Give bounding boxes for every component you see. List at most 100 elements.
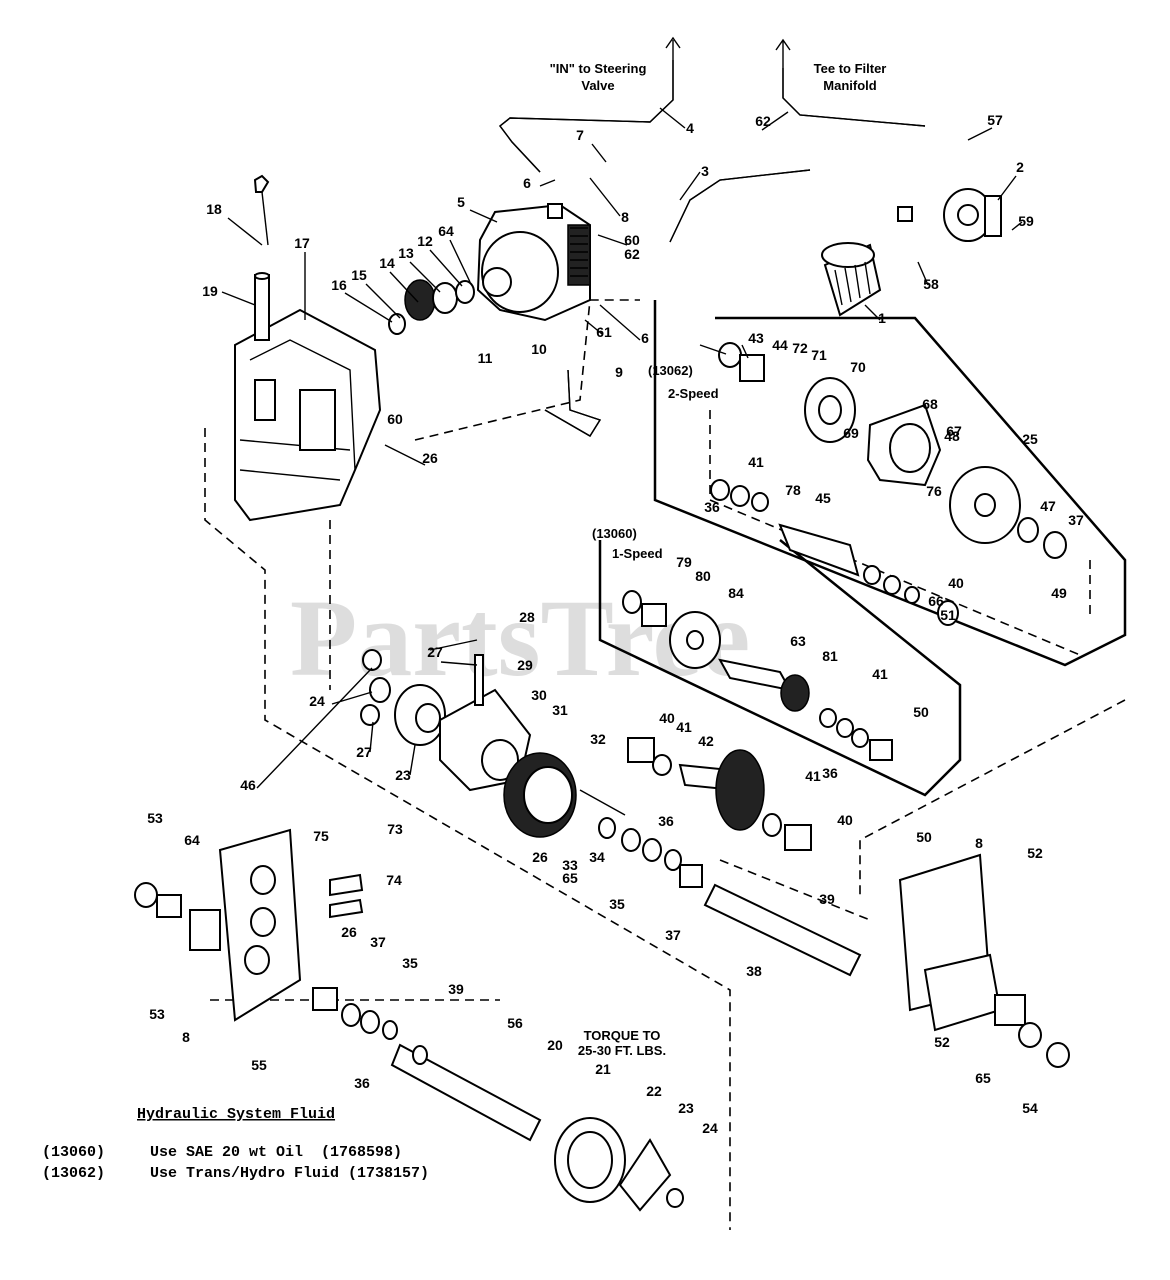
1-speed-internals: [622, 590, 893, 761]
callout: 10: [531, 341, 547, 357]
callout: 50: [916, 829, 932, 845]
callout: 79: [676, 554, 692, 570]
callout: 13: [398, 245, 414, 261]
callout: 41: [748, 454, 764, 470]
group-1speed-code: (13060): [592, 526, 637, 541]
bevel-gears: [554, 1117, 684, 1212]
callout: 74: [386, 872, 402, 888]
callout: 46: [240, 777, 256, 793]
callout: 27: [427, 644, 443, 660]
callout: 61: [596, 324, 612, 340]
callout: 24: [702, 1120, 718, 1136]
callout: 19: [202, 283, 218, 299]
callout: 4: [686, 120, 694, 136]
callout: 41: [805, 768, 821, 784]
fluid-line1-text: Use SAE 20 wt Oil (1768598): [150, 1144, 402, 1161]
callout: 26: [341, 924, 357, 940]
torque-note-line1: TORQUE TO: [584, 1028, 661, 1043]
hydraulic-tubes: [499, 36, 926, 437]
axle-shafts: [390, 883, 862, 1142]
group-2speed-code: (13062): [648, 363, 693, 378]
callout: 39: [819, 891, 835, 907]
fluid-notes: Hydraulic System Fluid (13060) Use SAE 2…: [42, 1106, 429, 1182]
callout: 9: [615, 364, 623, 380]
callout: 51: [940, 607, 956, 623]
fluid-line2-text: Use Trans/Hydro Fluid (1738157): [150, 1165, 429, 1182]
callout: 41: [676, 719, 692, 735]
callout: 69: [843, 425, 859, 441]
callout: 37: [665, 927, 681, 943]
callout: 40: [948, 575, 964, 591]
callout: 44: [772, 337, 788, 353]
callout: 6: [641, 330, 649, 346]
callout: 7: [576, 127, 584, 143]
callout: 37: [370, 934, 386, 950]
callout: 56: [507, 1015, 523, 1031]
hydraulic-pump: [476, 203, 591, 322]
output-gear: [627, 737, 812, 851]
callout: 23: [678, 1100, 694, 1116]
callout: 22: [646, 1083, 662, 1099]
2-speed-group-outline: [653, 300, 1127, 667]
callout: 29: [517, 657, 533, 673]
callout: 34: [589, 849, 605, 865]
left-side-cover: [134, 828, 364, 1022]
differential-assembly: [360, 649, 626, 838]
callout: 52: [934, 1034, 950, 1050]
callout: 47: [1040, 498, 1056, 514]
callout: 42: [698, 733, 714, 749]
right-side-cover: [898, 853, 1070, 1068]
callout: 15: [351, 267, 367, 283]
callout: 71: [811, 347, 827, 363]
callout: 1: [878, 310, 886, 326]
callout: 23: [395, 767, 411, 783]
callout: 57: [987, 112, 1003, 128]
callout: 5: [457, 194, 465, 210]
callout: 38: [746, 963, 762, 979]
callout: 58: [923, 276, 939, 292]
callout: 16: [331, 277, 347, 293]
callout: 31: [552, 702, 568, 718]
callout: 52: [1027, 845, 1043, 861]
callout: 33: [562, 857, 578, 873]
callout: 36: [822, 765, 838, 781]
group-2speed-name: 2-Speed: [668, 386, 719, 401]
steering-valve-note-line2: Valve: [581, 78, 614, 93]
callout: 55: [251, 1057, 267, 1073]
callout: 37: [1068, 512, 1084, 528]
callout: 25: [1022, 431, 1038, 447]
callout: 64: [438, 223, 454, 239]
fluid-line2-code: (13062): [42, 1165, 105, 1182]
callout: 45: [815, 490, 831, 506]
callout: 60: [624, 232, 640, 248]
annotations: "IN" to Steering Valve Tee to Filter Man…: [550, 61, 887, 1058]
callout: 65: [562, 870, 578, 886]
callout: 36: [704, 499, 720, 515]
callout: 8: [182, 1029, 190, 1045]
callout: 8: [621, 209, 629, 225]
callout: 28: [519, 609, 535, 625]
callout: 8: [975, 835, 983, 851]
callout: 76: [926, 483, 942, 499]
callout: 2: [1016, 159, 1024, 175]
callout: 73: [387, 821, 403, 837]
filter-manifold-note-line1: Tee to Filter: [814, 61, 887, 76]
callout: 39: [448, 981, 464, 997]
callout: 48: [944, 428, 960, 444]
callout: 84: [728, 585, 744, 601]
callout: 30: [531, 687, 547, 703]
callout: 24: [309, 693, 325, 709]
torque-note-line2: 25-30 FT. LBS.: [578, 1043, 666, 1058]
callout: 35: [402, 955, 418, 971]
callout: 35: [609, 896, 625, 912]
steering-valve-note-line1: "IN" to Steering: [550, 61, 647, 76]
callout: 75: [313, 828, 329, 844]
callout: 43: [748, 330, 764, 346]
fluid-line1-code: (13060): [42, 1144, 105, 1161]
transaxle-housing: [234, 308, 382, 522]
callout: 63: [790, 633, 806, 649]
callout: 80: [695, 568, 711, 584]
callout: 67: [946, 423, 962, 439]
callout: 78: [785, 482, 801, 498]
